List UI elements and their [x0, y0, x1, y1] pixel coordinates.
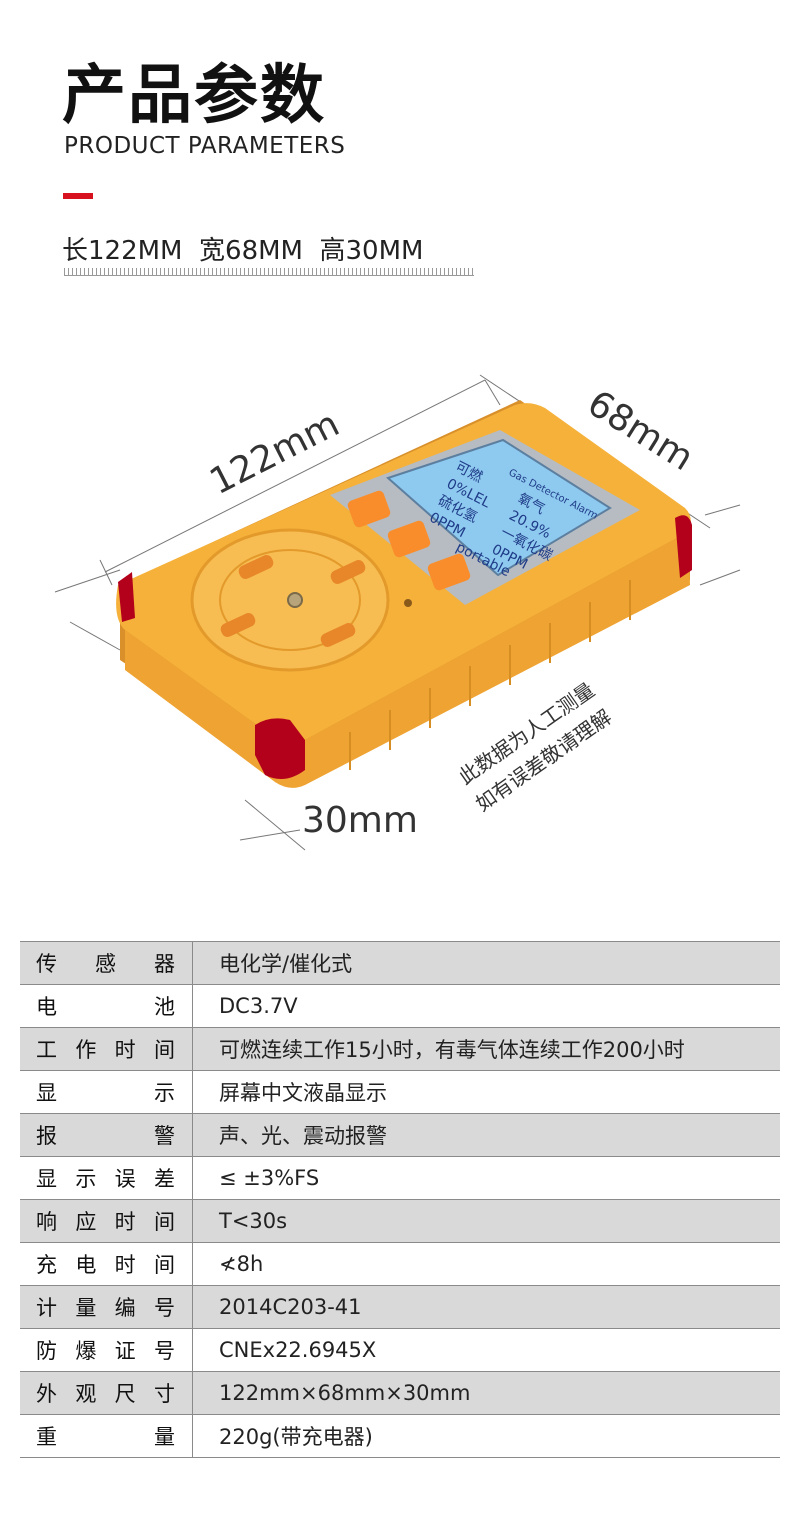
- spec-row: 充电时间≮8h: [20, 1242, 780, 1286]
- spec-key: 显示: [20, 1070, 193, 1114]
- mic-hole-icon: [404, 599, 412, 607]
- spec-row: 工作时间可燃连续工作15小时，有毒气体连续工作200小时: [20, 1027, 780, 1071]
- spec-value: CNEx22.6945X: [192, 1328, 780, 1372]
- spec-key: 计量编号: [20, 1285, 193, 1329]
- device-button-2: [387, 520, 431, 558]
- spec-key: 电池: [20, 984, 193, 1028]
- page-subtitle: PRODUCT PARAMETERS: [64, 133, 346, 159]
- height-dimension-label: 30mm: [302, 800, 418, 841]
- spec-value: DC3.7V: [192, 984, 780, 1028]
- spec-value: ≮8h: [192, 1242, 780, 1286]
- alarm-light-left-icon: [118, 572, 135, 622]
- alarm-light-front-icon: [255, 718, 305, 779]
- device-button-1: [347, 490, 391, 528]
- product-figure: Gas Detector Alarm 可燃 氧气 0%LEL 20.9% 硫化氢…: [0, 360, 800, 860]
- accent-bar: [63, 193, 93, 199]
- spec-value: ≤ ±3%FS: [192, 1156, 780, 1200]
- sensor-port-icon: [287, 592, 303, 608]
- spec-value: 声、光、震动报警: [192, 1113, 780, 1157]
- spec-row: 报警声、光、震动报警: [20, 1113, 780, 1157]
- device-ribs: [349, 580, 631, 770]
- spec-value: 122mm×68mm×30mm: [192, 1371, 780, 1415]
- spec-key: 工作时间: [20, 1027, 193, 1071]
- spec-key: 响应时间: [20, 1199, 193, 1243]
- page-title: 产品参数: [62, 59, 326, 133]
- spec-row: 传感器电化学/催化式: [20, 941, 780, 985]
- spec-key: 传感器: [20, 941, 193, 985]
- spec-value: 220g(带充电器): [192, 1414, 780, 1458]
- spec-key: 显示误差: [20, 1156, 193, 1200]
- spec-value: 电化学/催化式: [192, 941, 780, 985]
- spec-key: 充电时间: [20, 1242, 193, 1286]
- length-dimension-label: 122mm: [203, 403, 345, 503]
- device-illustration: Gas Detector Alarm 可燃 氧气 0%LEL 20.9% 硫化氢…: [54, 374, 741, 851]
- spec-row: 显示误差≤ ±3%FS: [20, 1156, 780, 1200]
- spec-key: 报警: [20, 1113, 193, 1157]
- spec-row: 显示屏幕中文液晶显示: [20, 1070, 780, 1114]
- device-button-3: [427, 553, 471, 591]
- spec-key: 防爆证号: [20, 1328, 193, 1372]
- alarm-light-right-icon: [675, 515, 692, 578]
- ruler-decoration: [64, 268, 474, 276]
- spec-key: 重量: [20, 1414, 193, 1458]
- spec-key: 外观尺寸: [20, 1371, 193, 1415]
- spec-value: 2014C203-41: [192, 1285, 780, 1329]
- lcd-screen: [386, 438, 612, 577]
- vent-slots: [220, 555, 366, 647]
- spec-value: 屏幕中文液晶显示: [192, 1070, 780, 1114]
- spec-value: T<30s: [192, 1199, 780, 1243]
- spec-value: 可燃连续工作15小时，有毒气体连续工作200小时: [192, 1027, 780, 1071]
- dimension-summary: 长122MM 宽68MM 高30MM: [62, 236, 424, 266]
